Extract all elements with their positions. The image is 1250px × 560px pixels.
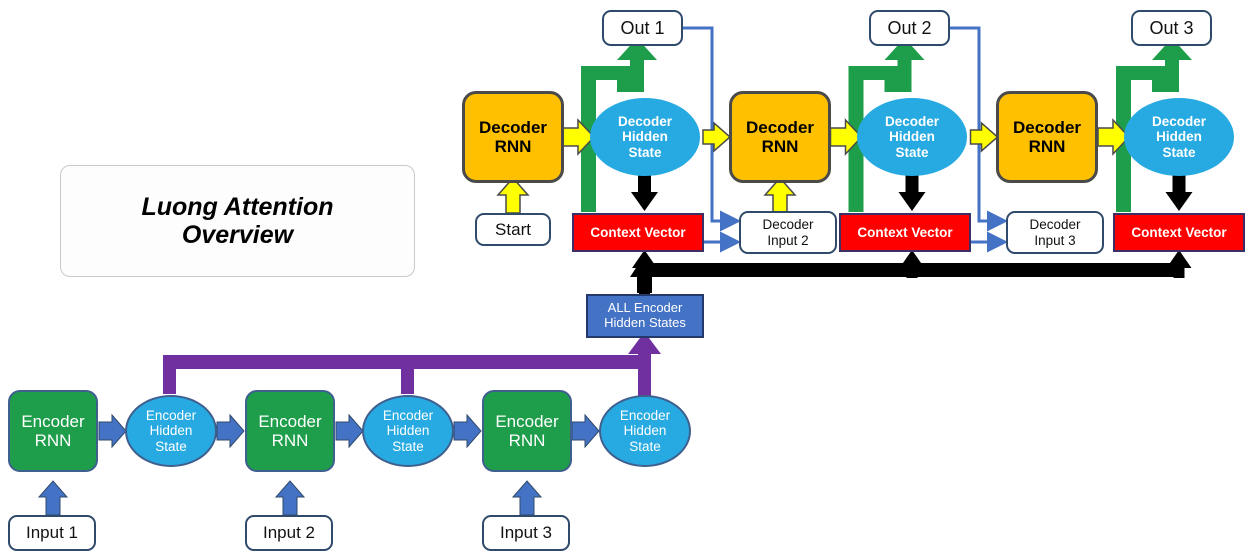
decoder-hidden-state-1-l1: Decoder <box>617 114 673 130</box>
decoder-hidden-state-3-l1: Decoder <box>1151 114 1207 130</box>
encoder-rnn-2-label-2: RNN <box>271 431 309 450</box>
start-token-box[interactable]: Start <box>475 213 551 246</box>
encoder-rnn-2[interactable]: Encoder RNN <box>245 390 335 472</box>
input-3[interactable]: Input 3 <box>482 515 570 551</box>
encoder-hidden-state-3-l1: Encoder <box>619 408 671 424</box>
all-encoder-hidden-states-l1: ALL Encoder <box>607 300 683 316</box>
all-encoder-hidden-states-l2: Hidden States <box>604 315 686 330</box>
decoder-input-3-l2: Input 3 <box>1034 232 1076 248</box>
context-vector-1-label: Context Vector <box>590 224 686 240</box>
start-token-label: Start <box>495 219 531 239</box>
encoder-hidden-state-1-l1: Encoder <box>145 408 197 424</box>
diagram-title: Luong Attention Overview <box>60 165 415 277</box>
decoder-hidden-state-1-l3: State <box>628 144 662 160</box>
decoder-input-2-l1: Decoder <box>762 217 814 233</box>
encoder-hidden-state-1[interactable]: Encoder Hidden State <box>125 395 217 467</box>
input-1-label: Input 1 <box>26 523 78 543</box>
encoder-rnn-1-label-1: Encoder <box>21 411 85 431</box>
decoder-rnn-2-l1: Decoder <box>745 117 815 137</box>
encoder-rnn-1[interactable]: Encoder RNN <box>8 390 98 472</box>
encoder-hidden-state-2[interactable]: Encoder Hidden State <box>362 395 454 467</box>
context-vector-1[interactable]: Context Vector <box>572 213 704 252</box>
encoder-rnn-2-label-1: Encoder <box>258 411 322 431</box>
decoder-hidden-state-2-l2: Hidden <box>889 129 935 145</box>
decoder-rnn-1-l1: Decoder <box>478 117 548 137</box>
input-2[interactable]: Input 2 <box>245 515 333 551</box>
encoder-hidden-state-2-l3: State <box>392 438 424 454</box>
decoder-hidden-state-3[interactable]: Decoder Hidden State <box>1124 98 1234 176</box>
encoder-rnn-3-label-2: RNN <box>508 431 546 450</box>
input-3-label: Input 3 <box>500 523 552 543</box>
input-2-label: Input 2 <box>263 523 315 543</box>
decoder-hidden-state-3-l3: State <box>1162 144 1196 160</box>
encoder-rnn-3[interactable]: Encoder RNN <box>482 390 572 472</box>
decoder-rnn-3-l2: RNN <box>1028 137 1066 156</box>
decoder-hidden-state-1-l2: Hidden <box>622 129 668 145</box>
output-2[interactable]: Out 2 <box>869 10 950 46</box>
encoder-hidden-state-2-l1: Encoder <box>382 408 434 424</box>
decoder-input-3-l1: Decoder <box>1029 217 1081 233</box>
decoder-input-3[interactable]: Decoder Input 3 <box>1006 211 1104 254</box>
decoder-hidden-state-2[interactable]: Decoder Hidden State <box>857 98 967 176</box>
decoder-rnn-3[interactable]: Decoder RNN <box>996 91 1098 183</box>
context-vector-3-label: Context Vector <box>1131 224 1227 240</box>
context-vector-2-label: Context Vector <box>857 224 953 240</box>
context-vector-2[interactable]: Context Vector <box>839 213 971 252</box>
decoder-hidden-state-3-l2: Hidden <box>1156 129 1202 145</box>
decoder-hidden-state-2-l1: Decoder <box>884 114 940 130</box>
output-3[interactable]: Out 3 <box>1131 10 1212 46</box>
context-vector-3[interactable]: Context Vector <box>1113 213 1245 252</box>
decoder-rnn-1[interactable]: Decoder RNN <box>462 91 564 183</box>
encoder-hidden-state-3-l3: State <box>629 438 661 454</box>
all-encoder-hidden-states-box[interactable]: ALL Encoder Hidden States <box>586 294 704 338</box>
decoder-rnn-2[interactable]: Decoder RNN <box>729 91 831 183</box>
encoder-hidden-state-2-l2: Hidden <box>386 423 430 439</box>
decoder-input-2[interactable]: Decoder Input 2 <box>739 211 837 254</box>
decoder-rnn-2-l2: RNN <box>761 137 799 156</box>
encoder-hidden-state-3-l2: Hidden <box>623 423 667 439</box>
title-line-1: Luong Attention <box>141 193 334 221</box>
decoder-input-2-l2: Input 2 <box>767 232 809 248</box>
output-1[interactable]: Out 1 <box>602 10 683 46</box>
encoder-hidden-state-3[interactable]: Encoder Hidden State <box>599 395 691 467</box>
decoder-hidden-state-1[interactable]: Decoder Hidden State <box>590 98 700 176</box>
encoder-hidden-state-1-l2: Hidden <box>149 423 193 439</box>
decoder-rnn-1-l2: RNN <box>494 137 532 156</box>
encoder-hidden-state-1-l3: State <box>155 438 187 454</box>
output-2-label: Out 2 <box>887 17 932 38</box>
title-line-2: Overview <box>181 221 294 249</box>
output-1-label: Out 1 <box>620 17 665 38</box>
encoder-rnn-1-label-2: RNN <box>34 431 72 450</box>
input-1[interactable]: Input 1 <box>8 515 96 551</box>
output-3-label: Out 3 <box>1149 17 1194 38</box>
decoder-rnn-3-l1: Decoder <box>1012 117 1082 137</box>
encoder-rnn-3-label-1: Encoder <box>495 411 559 431</box>
decoder-hidden-state-2-l3: State <box>895 144 929 160</box>
